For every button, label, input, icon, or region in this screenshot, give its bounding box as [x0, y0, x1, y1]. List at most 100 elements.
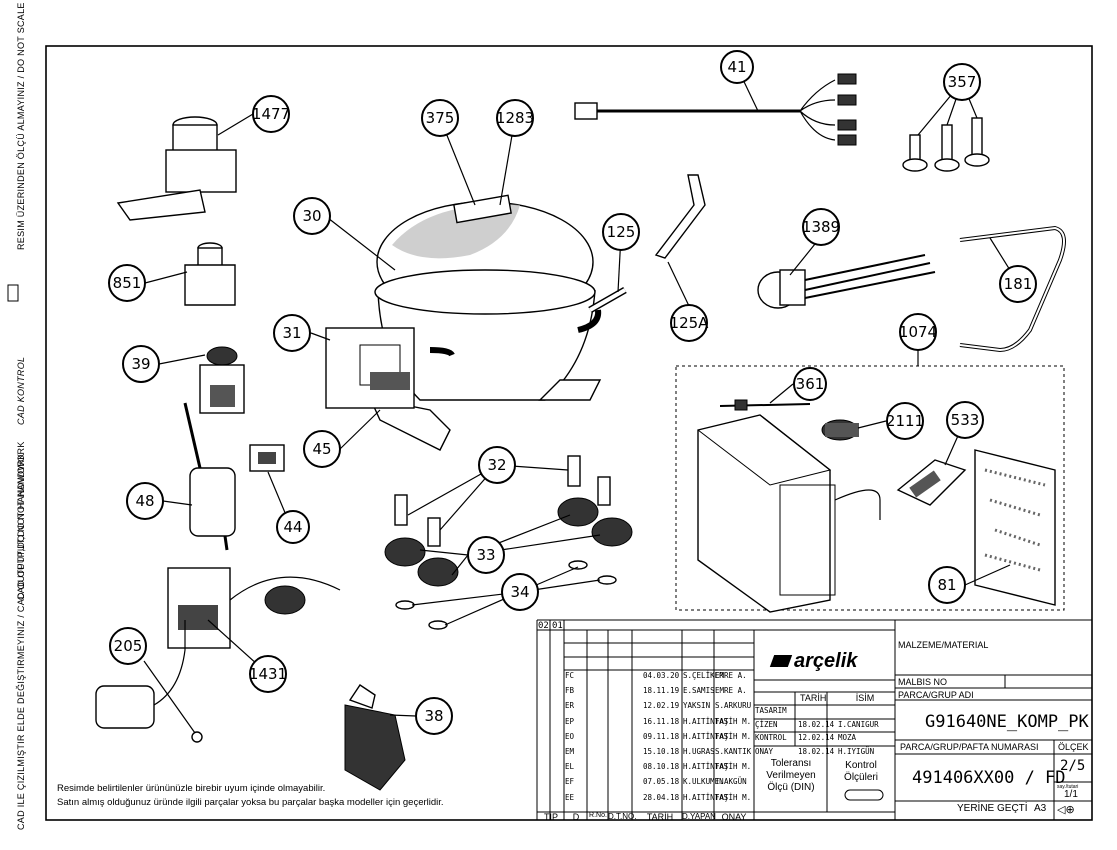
- revision-cell-code: EO: [565, 731, 575, 741]
- signature-row: TASARIM: [755, 706, 893, 719]
- part-1431-relay-assembly: [167, 567, 341, 649]
- revision-cell-code: EL: [565, 762, 575, 772]
- callout-label: 39: [131, 355, 150, 373]
- control-line: Ölçüleri: [844, 772, 878, 783]
- callout-38: 38: [415, 697, 453, 735]
- revision-cell-code: ER: [565, 701, 575, 711]
- callout-label: 125A: [670, 314, 710, 332]
- signature-cell-date: 12.02.14: [798, 733, 835, 742]
- callout-41: 41: [720, 50, 754, 84]
- revision-cell-date: 12.02.19: [643, 701, 680, 711]
- relay-box: [325, 327, 415, 409]
- callout-label: 181: [1004, 275, 1033, 293]
- signature-cell-name: I.CANIGUR: [838, 719, 879, 729]
- signature-cell-name: H.IYIGÜN: [838, 746, 875, 756]
- revision-cell-approve: FATİH M.: [715, 792, 752, 802]
- header-dyapan: D.YAPAN: [682, 812, 716, 821]
- revision-cell-date: 04.03.20: [643, 671, 680, 680]
- brand-mark-icon: [769, 655, 793, 667]
- header-onay: ONAY: [721, 812, 747, 822]
- sheet-small-label: say./tutari: [1057, 784, 1079, 790]
- replaces-label: YERİNE GEÇTİ: [957, 803, 1028, 814]
- disclaimer-line-1: Resimde belirtilenler ürününüzle birebir…: [57, 783, 326, 794]
- callout-label: 32: [487, 456, 506, 474]
- revision-cell-date: 07.05.18: [643, 777, 680, 787]
- part-33-grommets: [384, 497, 633, 587]
- scale-value: 1/1: [1064, 789, 1078, 800]
- callout-1283: 1283: [496, 99, 534, 137]
- callout-357: 357: [943, 63, 981, 101]
- disclaimer-line-2: Satın almış olduğunuz üründe ilgili parç…: [57, 797, 444, 808]
- callout-label: 1074: [899, 323, 937, 341]
- callout-label: 48: [135, 492, 154, 510]
- revision-cell-approve: FATİH M.: [715, 762, 752, 772]
- revision-cell-code: FC: [565, 671, 575, 680]
- revision-cell-by: H.AITİNTAŞ: [683, 716, 729, 726]
- signature-cell-role: TASARIM: [755, 706, 787, 715]
- scale-label: ÖLÇEK: [1058, 742, 1089, 752]
- revision-cell-by: H.AITİNTAŞ: [683, 762, 729, 772]
- revision-cell-code: EM: [565, 747, 575, 756]
- sign-header-date: TARİH: [800, 693, 827, 703]
- callout-label: 31: [282, 324, 301, 342]
- brand-name: arçelik: [794, 650, 858, 672]
- part-48-capacitor: [183, 402, 236, 551]
- callout-label: 1431: [249, 665, 287, 683]
- revision-cell-code: FB: [565, 686, 575, 696]
- callout-181: 181: [999, 265, 1037, 303]
- part-44-clip: [249, 444, 285, 472]
- signature-cell-role: ÇİZEN: [755, 719, 778, 729]
- callout-1389: 1389: [802, 208, 840, 246]
- revision-cell-date: 18.11.19: [643, 686, 680, 696]
- revision-cell-approve: S.ARKURU: [715, 701, 752, 711]
- control-note: Kontrol Ölçüleri: [830, 760, 892, 784]
- callout-375: 375: [421, 99, 459, 137]
- rev-tag-02: 02: [538, 621, 549, 631]
- revision-cell-date: 08.10.18: [643, 762, 680, 772]
- callout-48: 48: [126, 482, 164, 520]
- tolerance-line: Toleransı: [770, 758, 812, 769]
- callout-851: 851: [108, 264, 146, 302]
- group-1074-box: [675, 365, 1065, 611]
- revision-cell-approve: FATİH M.: [715, 716, 752, 726]
- paper-size: A3: [1034, 803, 1047, 814]
- callout-30: 30: [293, 197, 331, 235]
- callout-label: 44: [283, 518, 302, 536]
- callout-1431: 1431: [249, 655, 287, 693]
- callout-label: 34: [510, 583, 529, 601]
- callout-205: 205: [109, 627, 147, 665]
- sign-header-name: İSİM: [855, 693, 875, 703]
- tolerance-line: Ölçü (DIN): [767, 782, 815, 793]
- part-357-bolts: [902, 117, 990, 172]
- callout-33: 33: [467, 536, 505, 574]
- revision-cell-code: EP: [565, 716, 575, 726]
- part-125a-pipe: [654, 174, 706, 259]
- callout-125a: 125A: [670, 304, 710, 342]
- title-block: [536, 619, 1092, 820]
- revision-cell-by: H.AITİNTAŞ: [683, 792, 729, 802]
- part-2111-component: [821, 419, 859, 441]
- tolerance-line: Verilmeyen: [766, 770, 816, 781]
- cad-check-box: [7, 284, 19, 302]
- part-32-spacers: [394, 455, 611, 547]
- callout-label: 125: [607, 223, 636, 241]
- part-41-cable-harness: [574, 73, 857, 146]
- part-39-overload: [199, 346, 245, 414]
- callout-361: 361: [793, 367, 827, 401]
- revision-cell-by: H.UGRAS: [683, 747, 715, 756]
- callout-label: 357: [948, 73, 977, 91]
- callout-label: 33: [476, 546, 495, 564]
- callout-label: 375: [426, 109, 455, 127]
- signature-cell-name: MOZA: [838, 733, 857, 742]
- callout-label: 30: [302, 207, 321, 225]
- callout-45: 45: [303, 430, 341, 468]
